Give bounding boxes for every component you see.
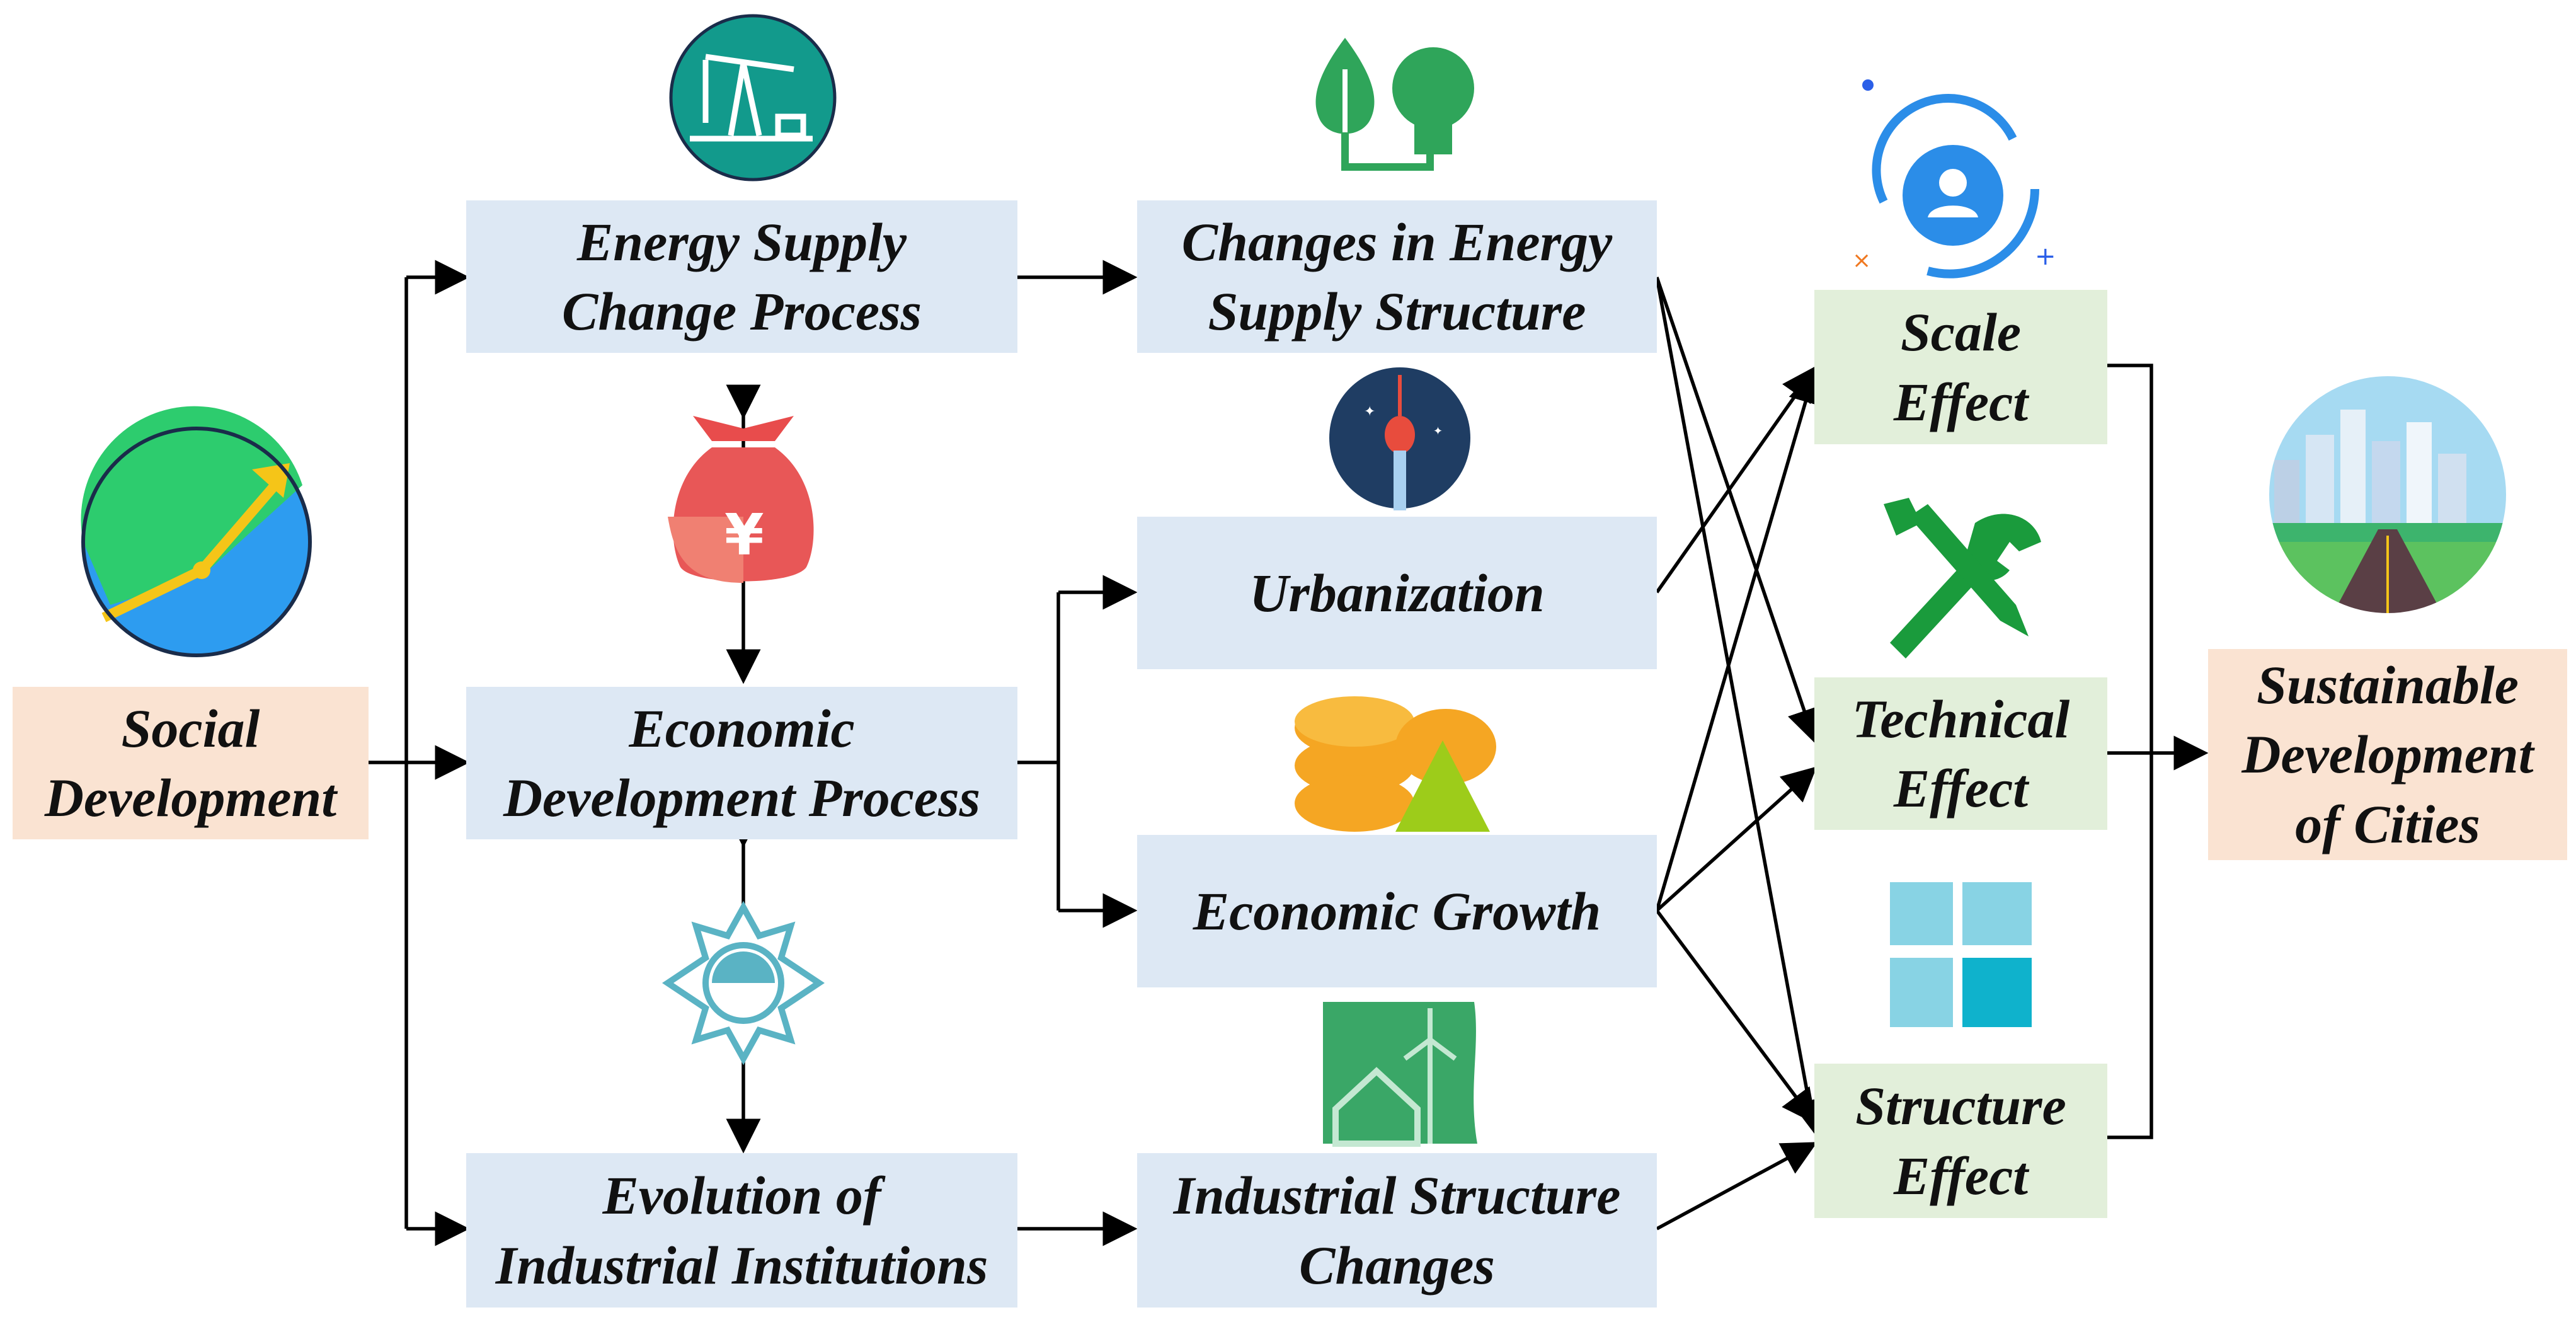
urbanization-label: Urbanization <box>1249 562 1545 623</box>
energy-supply-change-process-box: Energy Supply Change Process <box>466 200 1017 353</box>
oil-pump-icon <box>669 14 837 181</box>
svg-text:✦: ✦ <box>1364 403 1375 419</box>
sustainable-development-of-cities-label: Sustainable Development of Cities <box>2241 655 2534 854</box>
energy-supply-change-process-label: Energy Supply Change Process <box>562 211 922 342</box>
economic-development-process-label: Economic Development Process <box>503 698 981 828</box>
economic-development-process-box: Economic Development Process <box>466 687 1017 839</box>
arrow-growth-to-scale <box>1655 368 1823 911</box>
economic-growth-label: Economic Growth <box>1193 880 1601 941</box>
arrow-urbanization-to-scale <box>1655 365 1817 594</box>
urbanization-box: Urbanization <box>1137 517 1657 669</box>
connectors <box>369 260 2209 1246</box>
industrial-structure-changes-label: Industrial Structure Changes <box>1173 1165 1621 1296</box>
structure-effect-label: Structure Effect <box>1855 1076 2066 1206</box>
economic-growth-box: Economic Growth <box>1137 835 1657 987</box>
arrow-growth-to-technical <box>1656 766 1818 912</box>
money-bag-icon: ¥ <box>668 416 814 583</box>
arrow-structure-to-technical <box>1655 277 1821 744</box>
changes-in-energy-supply-structure-label: Changes in Energy Supply Structure <box>1181 211 1613 342</box>
tv-tower-icon: ✦ ✦ <box>1329 367 1470 510</box>
sustainable-development-of-cities-box: Sustainable Development of Cities <box>2208 649 2567 860</box>
structure-effect-box: Structure Effect <box>1814 1064 2107 1218</box>
arrow-growth-to-structure-effect <box>1655 909 1817 1125</box>
evolution-of-industrial-institutions-label: Evolution of Industrial Institutions <box>495 1165 988 1296</box>
growth-chart-icon <box>81 406 312 657</box>
evolution-of-industrial-institutions-box: Evolution of Industrial Institutions <box>466 1153 1017 1308</box>
scale-effect-box: Scale Effect <box>1814 290 2107 444</box>
svg-text:¥: ¥ <box>724 502 764 568</box>
city-road-icon <box>2267 374 2509 616</box>
changes-in-energy-supply-structure-box: Changes in Energy Supply Structure <box>1137 200 1657 353</box>
coins-triangle-icon <box>1295 696 1496 832</box>
svg-text:+: + <box>2035 242 2056 271</box>
svg-text:✦: ✦ <box>1433 425 1443 437</box>
tiles-icon <box>1890 882 2032 1027</box>
social-development-box: Social Development <box>13 687 369 839</box>
svg-text:×: × <box>1852 248 1871 273</box>
arrow-industrial-to-structure-effect <box>1656 1142 1818 1231</box>
user-orbit-icon: × + <box>1852 79 2056 279</box>
technical-effect-box: Technical Effect <box>1814 677 2107 830</box>
scale-effect-label: Scale Effect <box>1893 302 2029 432</box>
technical-effect-label: Technical Effect <box>1852 688 2070 819</box>
compass-emblem-icon <box>661 900 825 1066</box>
arrow-structure-to-structure-effect <box>1655 277 1826 1135</box>
leaf-bulb-icon <box>1315 38 1474 171</box>
industrial-structure-changes-box: Industrial Structure Changes <box>1137 1153 1657 1308</box>
wind-turbine-house-icon <box>1323 1002 1477 1147</box>
social-development-label: Social Development <box>44 698 337 828</box>
tools-icon <box>1884 498 2041 658</box>
